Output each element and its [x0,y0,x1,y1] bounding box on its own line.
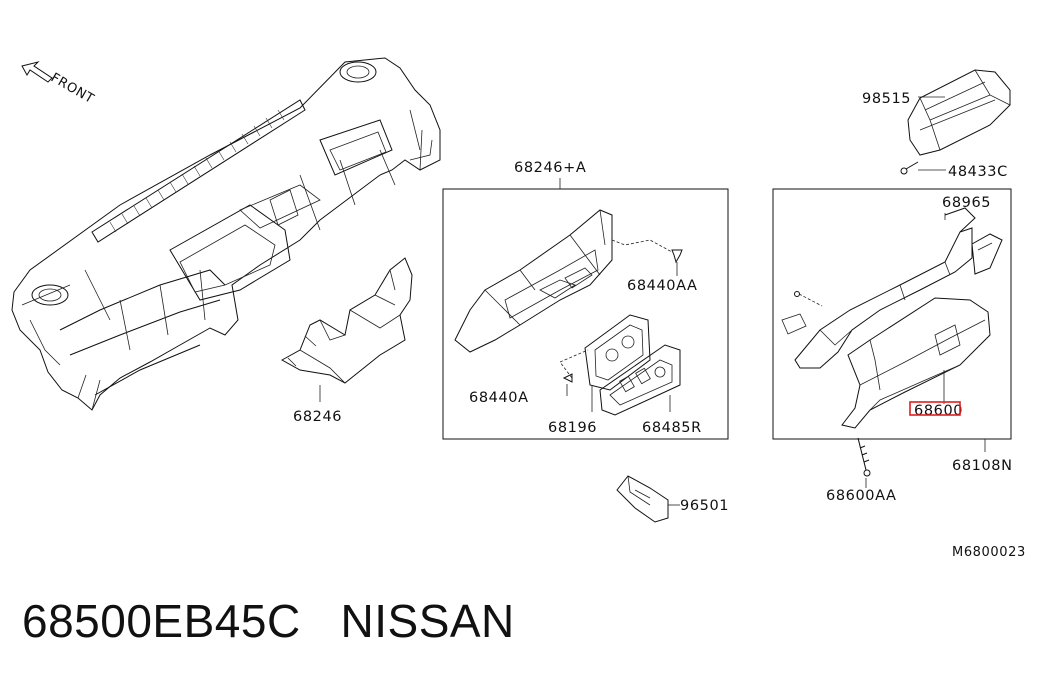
callout-68965: 68965 [942,195,991,211]
highlight-68600 [909,401,961,416]
bolt-68600AA-icon [857,437,871,477]
part-68246-bracket [280,257,413,384]
callout-68246: 68246 [293,409,342,425]
group-box-68246A [442,188,729,440]
part-cluster-lid-drawing [454,209,613,353]
footer-brand: NISSAN [340,595,515,647]
instrument-panel-drawing [11,57,441,411]
callout-68600AA: 68600AA [826,488,897,504]
callout-68485R: 68485R [642,420,702,436]
bolt-48433C-icon [900,161,919,175]
leader-68440A-dashed [559,349,589,379]
part-96501-bracket [616,475,669,523]
part-68196-bezel [584,314,651,391]
group-label-68246A: 68246+A [514,160,586,176]
screw-68440AA-icon [671,249,683,264]
callout-68440A: 68440A [469,390,529,406]
group-box-68108N [772,188,1012,440]
callout-68196: 68196 [548,420,597,436]
callout-96501: 96501 [680,498,729,514]
callout-68108N: 68108N [952,458,1013,474]
screw-left-icon [794,291,823,307]
front-label: FRONT [48,70,97,107]
clip-68965-icon [971,233,1003,275]
callout-68440AA: 68440AA [627,278,698,294]
callout-68600: 68600 [914,403,963,419]
diagram-code: M6800023 [952,545,1026,560]
footer-part-number: 68500EB45C [22,595,301,647]
part-98515-airbag [907,69,1011,156]
part-68965-frame [781,207,976,369]
footer-gap [301,595,341,647]
callout-48433C: 48433C [948,164,1008,180]
callout-98515: 98515 [862,91,911,107]
front-arrow-icon [21,61,53,83]
leader-68440AA-dashed [611,239,673,253]
part-68600-glovebox-lid [841,297,991,429]
screw-68440A-icon [562,373,573,383]
footer-caption: 68500EB45C NISSAN [22,594,515,648]
part-68485R-panel [599,344,681,416]
